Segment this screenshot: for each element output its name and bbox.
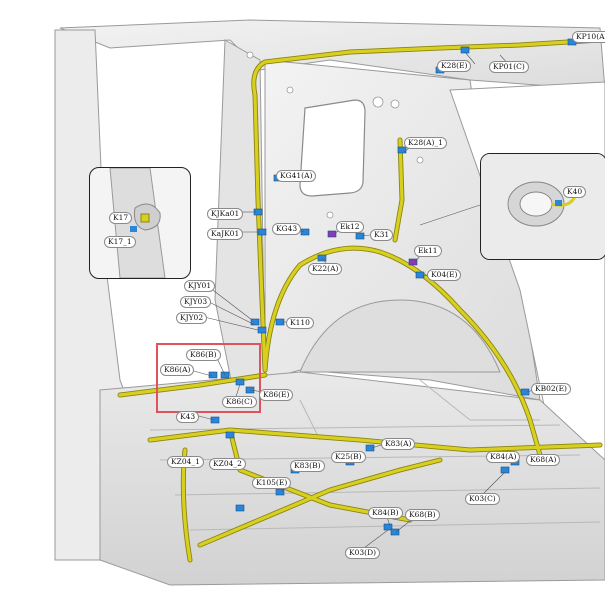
label-k83b: K83(B) xyxy=(290,460,325,472)
label-k31: K31 xyxy=(370,229,394,241)
rear-window-opening xyxy=(299,99,366,197)
label-k17_1: K17_1 xyxy=(104,236,136,248)
detail-inset-left-art xyxy=(109,168,166,278)
connector-mark xyxy=(390,528,400,536)
connector-mark xyxy=(408,258,418,266)
label-kp01c: KP01(C) xyxy=(489,61,529,73)
connector-mark xyxy=(210,416,220,424)
label-kg43: KG43 xyxy=(272,223,302,235)
connector-mark xyxy=(300,228,310,236)
connector-mark xyxy=(327,230,337,238)
label-ek12: Ek12 xyxy=(336,221,364,233)
connector-mark xyxy=(500,466,510,474)
label-k40: K40 xyxy=(563,186,587,198)
label-k68a: K68(A) xyxy=(526,454,561,466)
label-k28e: K28(E) xyxy=(437,60,472,72)
connector-mark xyxy=(235,504,245,512)
leader-line xyxy=(204,299,256,326)
label-k110: K110 xyxy=(286,317,314,329)
label-k86e: K86(E) xyxy=(259,389,294,401)
label-k17: K17 xyxy=(109,212,133,224)
label-kz04_1: KZ04_1 xyxy=(167,456,204,468)
detail-inset-left xyxy=(89,167,191,279)
label-kjka01: KJKa01 xyxy=(207,208,244,220)
detail-inset-right-art xyxy=(481,154,605,259)
leader-line xyxy=(199,315,259,331)
highlight-box xyxy=(156,343,261,413)
label-k03c: K03(C) xyxy=(465,493,500,505)
label-k43: K43 xyxy=(176,411,200,423)
label-k84b: K84(B) xyxy=(368,507,403,519)
label-k28a1: K28(A)_1 xyxy=(404,137,447,149)
label-ek11: Ek11 xyxy=(414,245,442,257)
label-k25b: K25(B) xyxy=(331,451,366,463)
label-kz04_2: KZ04_2 xyxy=(209,458,246,470)
label-k84a: K84(A) xyxy=(486,451,521,463)
label-k105e: K105(E) xyxy=(252,477,292,489)
label-kajk01: KaJK01 xyxy=(207,228,244,240)
wheel-arch xyxy=(299,299,501,373)
connector-mark xyxy=(250,318,260,326)
body-holes xyxy=(246,51,424,219)
connector-mark xyxy=(460,46,470,54)
label-kp10a: KP10(A) xyxy=(572,31,605,43)
label-k03d: K03(D) xyxy=(345,547,381,559)
label-k86c: K86(C) xyxy=(222,396,257,408)
label-k86b: K86(B) xyxy=(186,349,221,361)
connector-mark xyxy=(365,444,375,452)
connector-mark xyxy=(257,326,267,334)
connector-mark xyxy=(397,146,407,154)
label-kg41a: KG41(A) xyxy=(276,170,317,182)
leader-line xyxy=(479,471,506,498)
label-k68b: K68(B) xyxy=(405,509,440,521)
leader-line xyxy=(464,51,476,65)
label-k86a: K86(A) xyxy=(160,364,195,376)
detail-inset-right xyxy=(480,153,605,260)
connector-mark xyxy=(415,271,425,279)
label-k04e: K04(E) xyxy=(427,269,462,281)
connector-mark xyxy=(225,431,235,439)
label-kjy01: KJY01 xyxy=(184,280,216,292)
label-k22a: K22(A) xyxy=(308,263,343,275)
leader-line xyxy=(419,204,481,226)
label-k83a: K83(A) xyxy=(381,438,416,450)
label-kb02e: KB02(E) xyxy=(531,383,571,395)
connector-mark xyxy=(520,388,530,396)
label-kjy02: KJY02 xyxy=(176,312,208,324)
connector-mark xyxy=(275,488,285,496)
label-kjy03: KJY03 xyxy=(180,296,212,308)
